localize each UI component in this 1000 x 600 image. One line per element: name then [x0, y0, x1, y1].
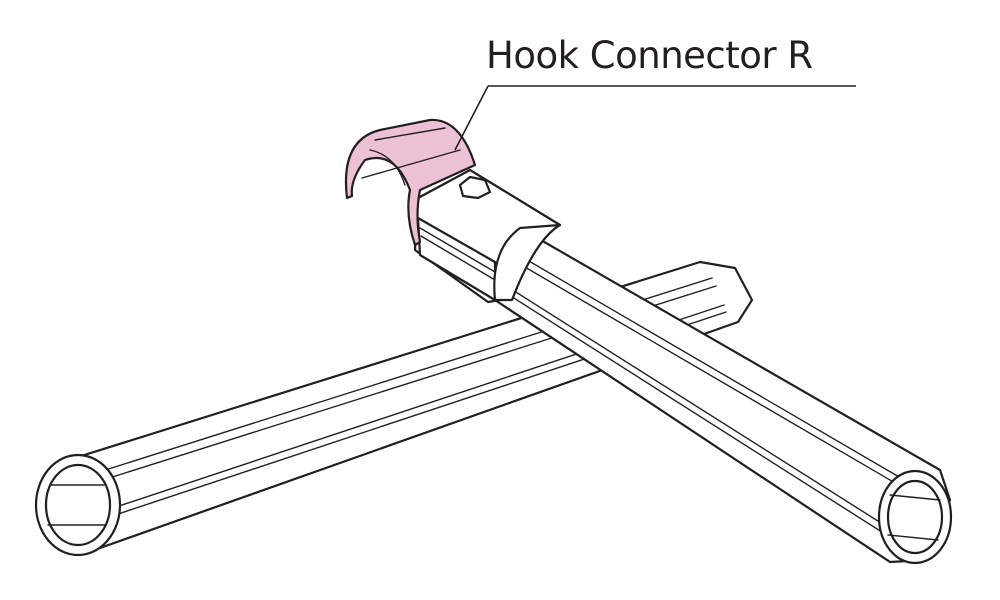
- front-pipe: [493, 226, 953, 565]
- connector-body: [413, 168, 562, 304]
- hex-socket-icon: [458, 175, 492, 200]
- callout-leader-line: [454, 85, 856, 151]
- callout-label: Hook Connector R: [486, 34, 813, 77]
- hook-connector-r: [344, 118, 477, 247]
